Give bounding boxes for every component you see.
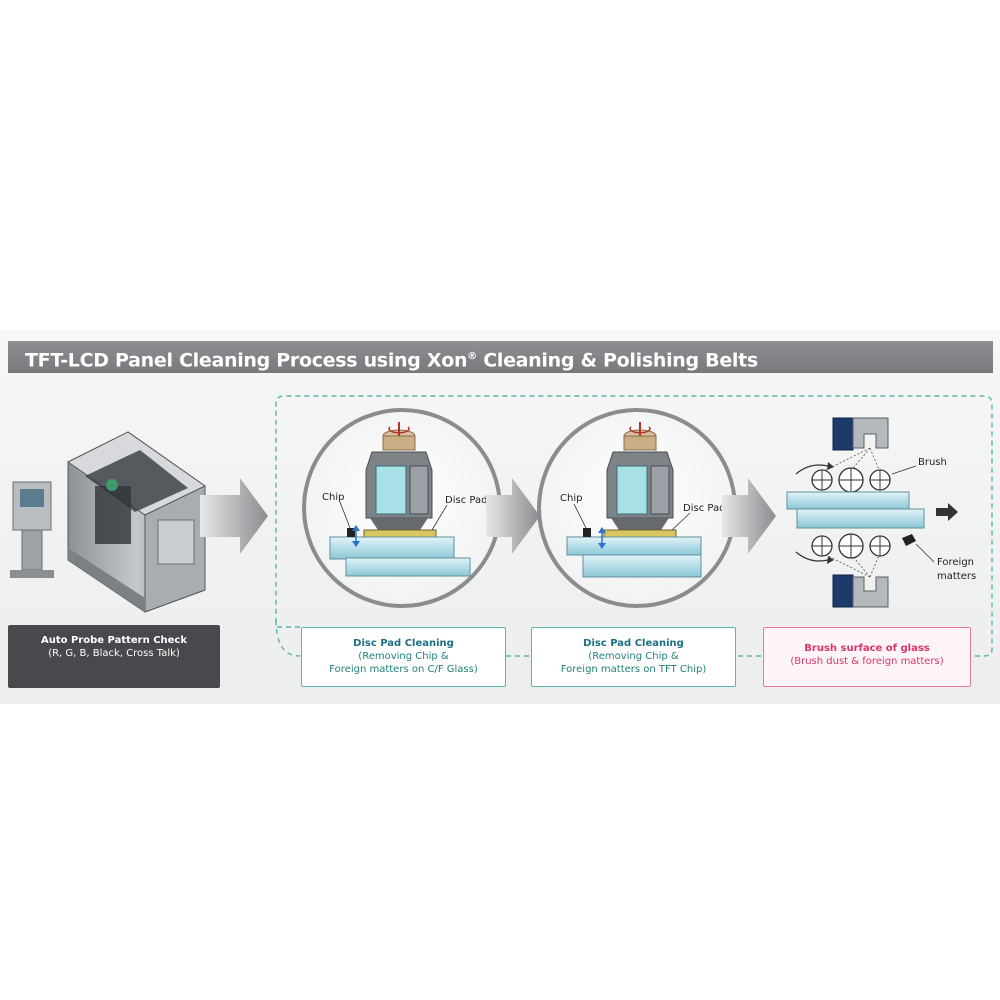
step-brush-caption: Brush surface of glass (Brush dust & for… — [763, 627, 971, 687]
chip-label-2: Chip — [560, 493, 582, 504]
step-subtitle: (R, G, B, Black, Cross Talk) — [48, 648, 180, 659]
probe-machine-icon — [10, 431, 206, 613]
dashed-process-border — [275, 395, 993, 657]
disc-pad-label-1: Disc Pad — [445, 495, 487, 506]
step-title: Auto Probe Pattern Check — [40, 635, 188, 646]
step-disc-pad-cf-caption: Disc Pad Cleaning (Removing Chip & Forei… — [301, 627, 506, 687]
chip-label-1: Chip — [322, 492, 344, 503]
step-title: Disc Pad Cleaning — [353, 638, 454, 649]
step-auto-probe-caption: Auto Probe Pattern Check (R, G, B, Black… — [8, 625, 220, 688]
foreign-label-line1: Foreign — [937, 557, 974, 568]
exit-arrow-icon — [936, 503, 958, 521]
step-title: Disc Pad Cleaning — [583, 638, 684, 649]
brush-label: Brush — [918, 457, 947, 468]
dashed-link-left — [275, 619, 301, 657]
disc-pad-detail-2: Chip Disc Pad — [537, 408, 737, 608]
disc-pad-detail-1: Chip Disc Pad — [302, 408, 502, 608]
step-subtitle-line1: (Removing Chip & — [588, 651, 679, 662]
page-title: TFT-LCD Panel Cleaning Process using Xon… — [8, 341, 993, 373]
registered-mark: ® — [467, 351, 477, 362]
flow-arrow-2 — [486, 478, 540, 554]
step-subtitle-line2: Foreign matters on C/F Glass) — [329, 664, 478, 675]
foreign-label-line2: matters — [937, 571, 976, 582]
step-title: Brush surface of glass — [804, 643, 930, 654]
step-subtitle-line1: (Removing Chip & — [358, 651, 449, 662]
step-subtitle-line2: Foreign matters on TFT Chip) — [560, 664, 707, 675]
disc-pad-label-2: Disc Pad — [683, 503, 725, 514]
flow-arrow-3 — [722, 478, 776, 554]
title-suffix: Cleaning & Polishing Belts — [476, 349, 758, 372]
step-subtitle: (Brush dust & foreign matters) — [790, 656, 944, 667]
title-text: TFT-LCD Panel Cleaning Process using Xon — [25, 349, 468, 372]
flow-arrow-1 — [200, 478, 268, 554]
step-disc-pad-tft-caption: Disc Pad Cleaning (Removing Chip & Forei… — [531, 627, 736, 687]
brush-detail: Brush Foreign matters — [786, 417, 976, 608]
